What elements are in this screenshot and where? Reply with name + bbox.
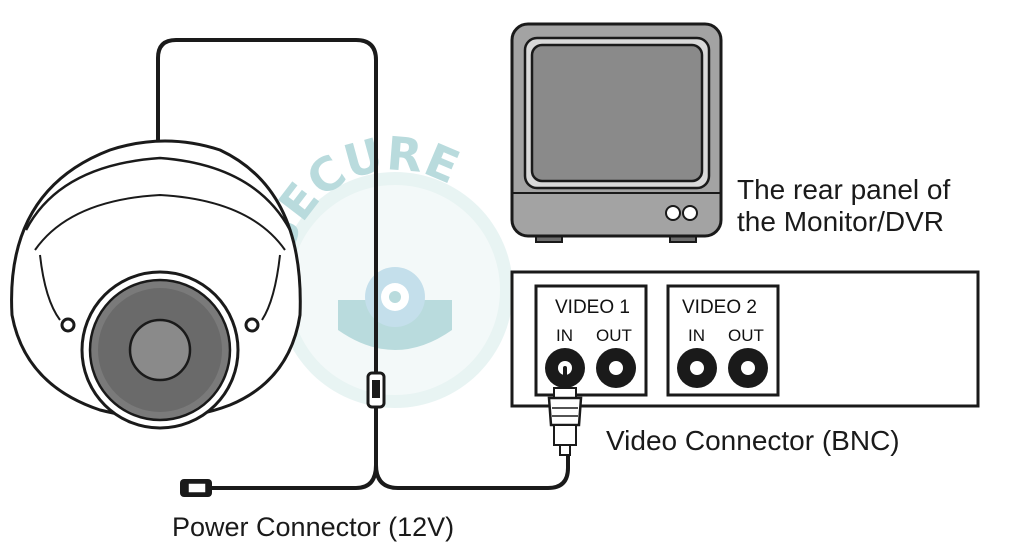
monitor-caption-line2: the Monitor/DVR	[737, 206, 944, 237]
camera-screw	[60, 317, 76, 333]
video1-out-label: OUT	[596, 326, 632, 345]
monitor	[510, 22, 723, 243]
dome-camera	[10, 139, 302, 430]
monitor-caption: The rear panel of the Monitor/DVR	[737, 174, 950, 238]
monitor-knob	[665, 205, 681, 221]
video1-title: VIDEO 1	[555, 297, 630, 318]
monitor-caption-line1: The rear panel of	[737, 174, 951, 205]
video2-title: VIDEO 2	[682, 297, 757, 318]
video2-in-label: IN	[688, 326, 705, 345]
power-connector	[180, 479, 212, 497]
rear-panel	[510, 270, 980, 408]
video-connector-caption: Video Connector (BNC)	[606, 425, 900, 456]
bnc-plug	[547, 387, 583, 456]
camera-lens	[128, 318, 192, 382]
bnc-socket	[728, 348, 768, 388]
camera-screw	[244, 317, 260, 333]
video2-out-label: OUT	[728, 326, 764, 345]
bnc-socket	[596, 348, 636, 388]
power-connector-caption: Power Connector (12V)	[172, 512, 455, 542]
video1-in-label: IN	[556, 326, 573, 345]
cable-joint-core	[372, 380, 380, 398]
bnc-socket	[677, 348, 717, 388]
monitor-knob	[682, 205, 698, 221]
